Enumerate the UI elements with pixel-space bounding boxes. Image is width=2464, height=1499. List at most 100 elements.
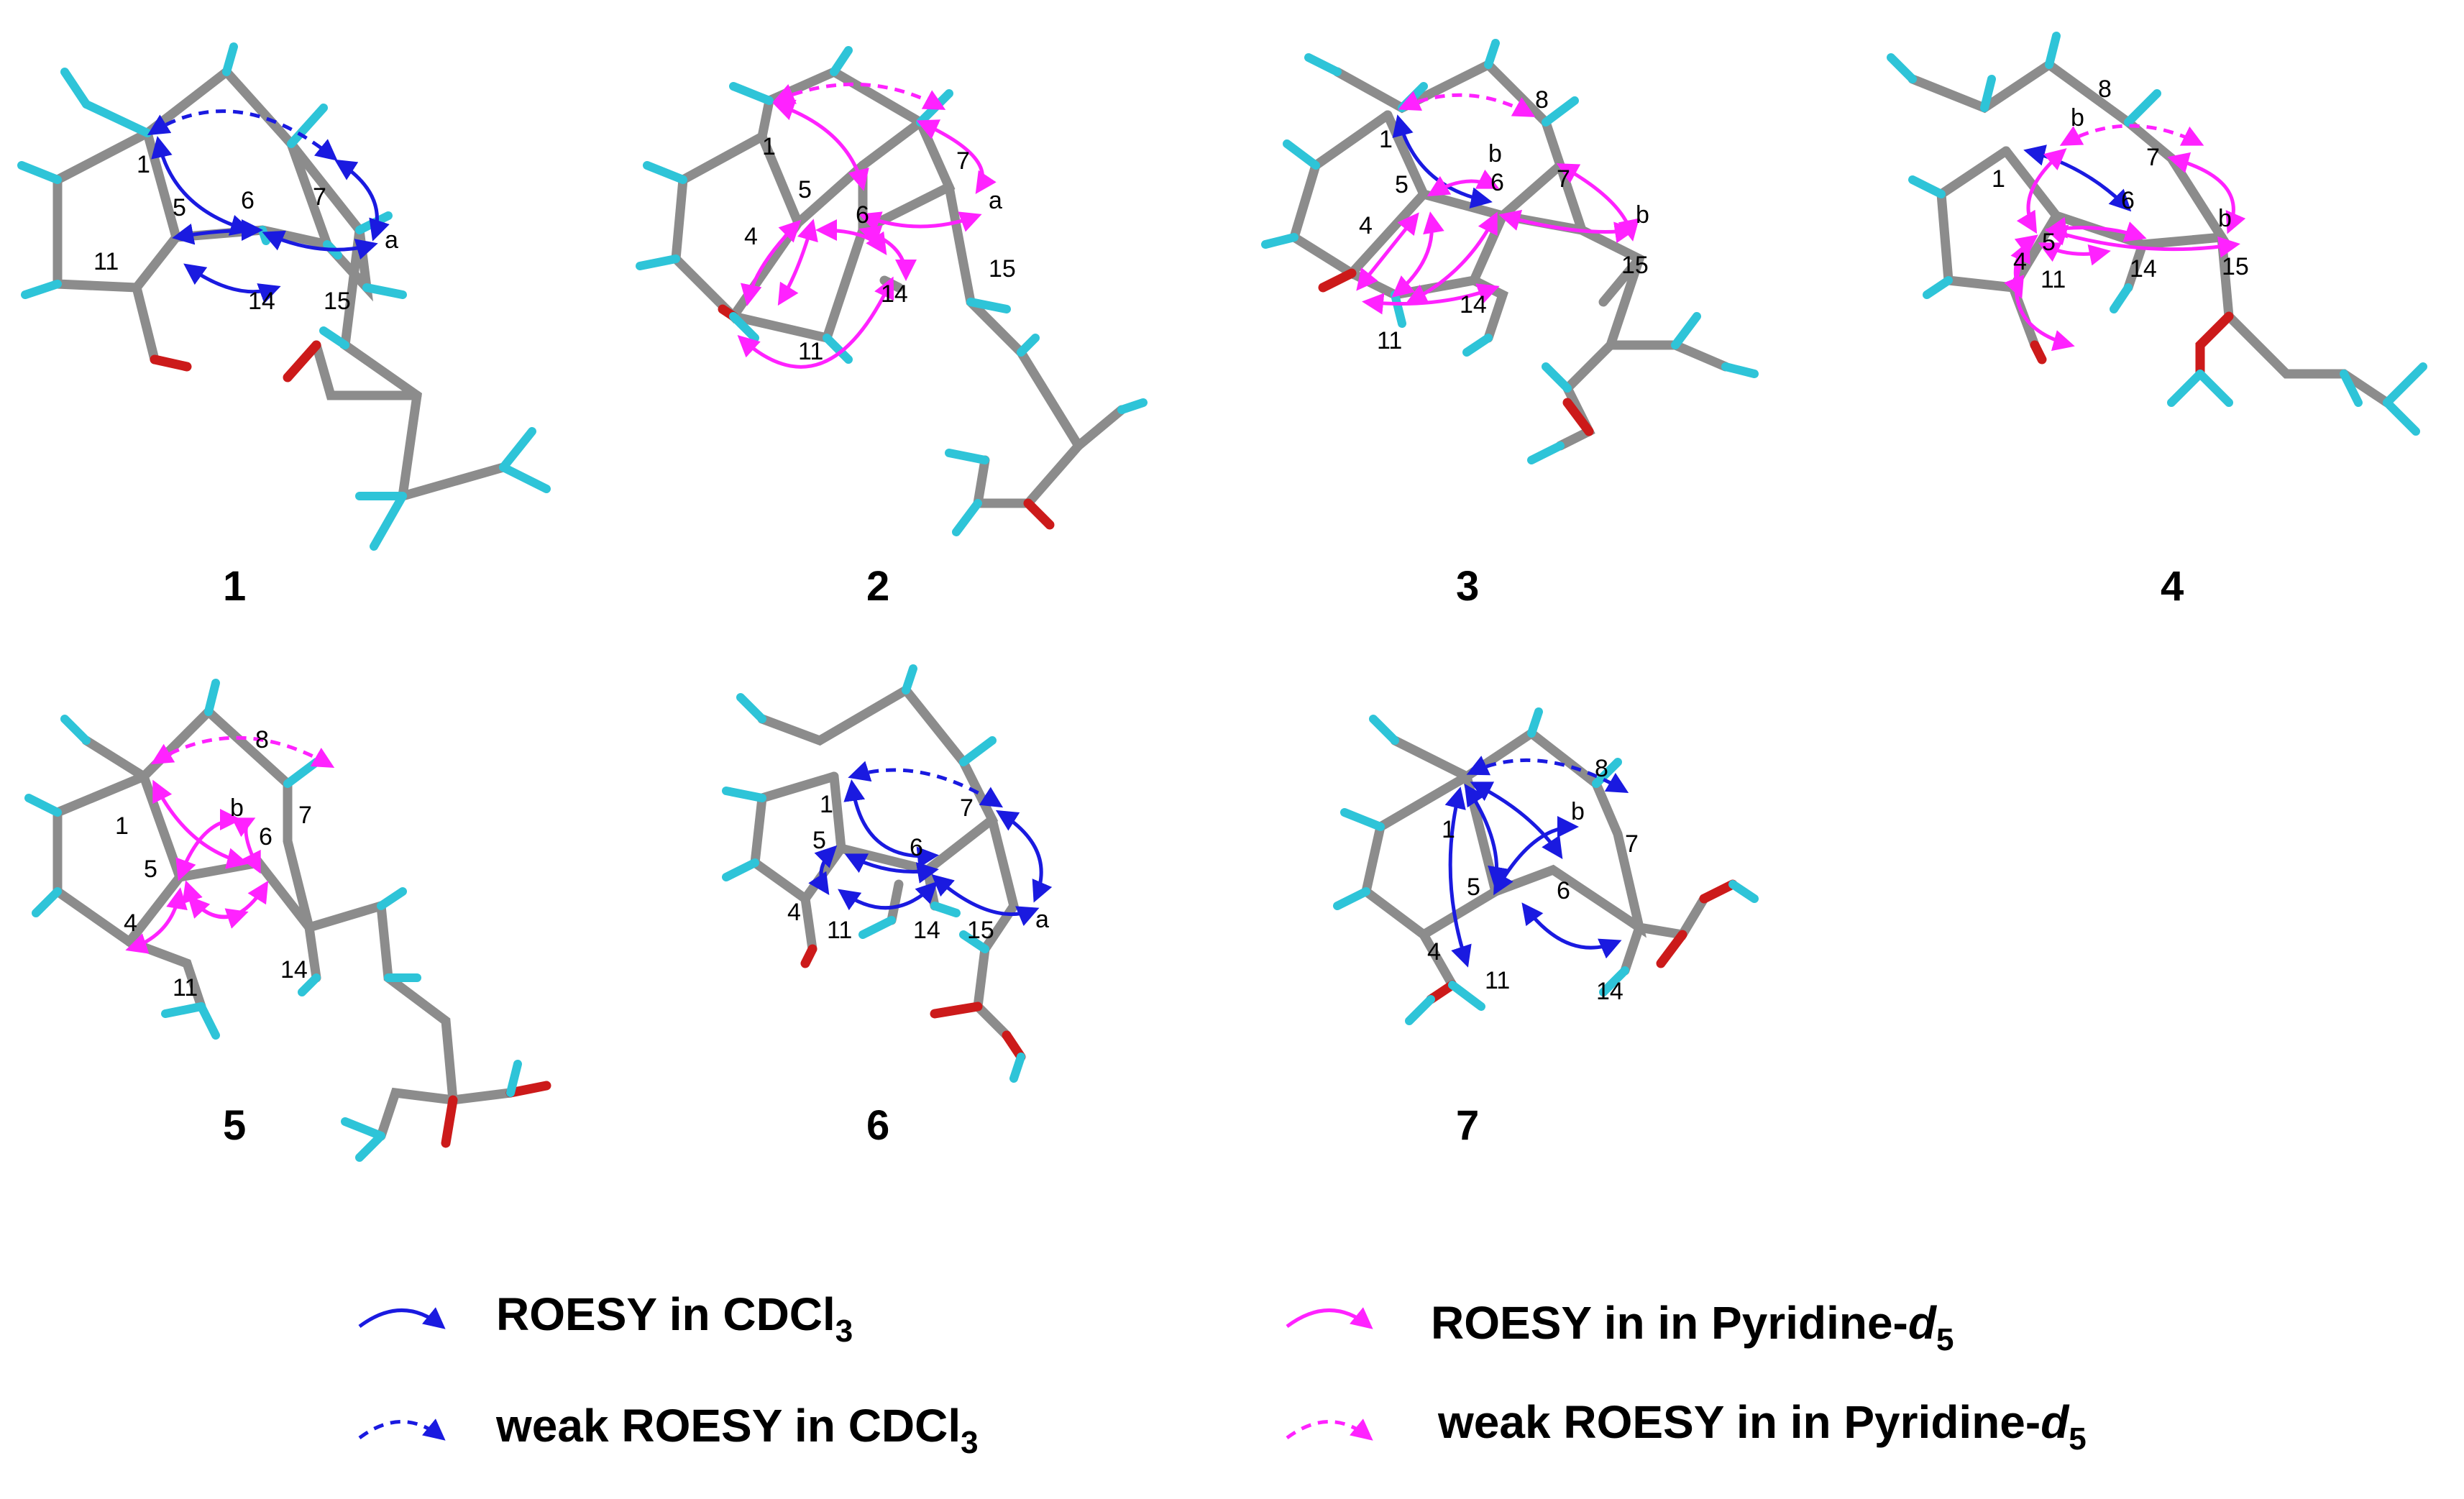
- atom-label: 1: [1379, 126, 1393, 153]
- atom-label: 5: [173, 194, 186, 221]
- atom-label: 14: [1460, 291, 1487, 318]
- svg-text:ROESY in in Pyridine-d5: ROESY in in Pyridine-d5: [1431, 1297, 1954, 1357]
- atom-label: 11: [1377, 327, 1402, 354]
- compound-label: 7: [1456, 1102, 1479, 1149]
- atom-label: 14: [280, 956, 308, 984]
- molecule-1: 1 5 6 7 11 14 15 a 1: [17, 42, 551, 610]
- atom-label: 11: [173, 974, 198, 1001]
- atom-label: 4: [787, 899, 801, 926]
- compound-label: 5: [223, 1102, 246, 1149]
- atom-label: 5: [144, 856, 157, 883]
- legend-label-roesy-pyridine: ROESY in in Pyridine-: [1431, 1297, 1908, 1349]
- molecule-1-atom-labels: 1 5 6 7 11 14 15 a: [93, 151, 398, 315]
- molecule-5: 8 b 1 7 5 6 4 14 11 5: [24, 679, 551, 1162]
- legend-italic-d: d: [2041, 1396, 2070, 1448]
- legend-dashed-blue-arrow: [358, 1418, 446, 1441]
- atom-label: 7: [1557, 165, 1570, 193]
- atom-label: 6: [856, 201, 869, 229]
- compound-label: 3: [1456, 563, 1479, 610]
- compound-label: 2: [866, 563, 889, 610]
- molecule-4-roesy-arrows: [2004, 124, 2246, 352]
- atom-label: 1: [762, 133, 776, 160]
- molecule-5-skeleton: [24, 679, 551, 1162]
- molecule-6: 1 7 5 6 4 11 14 15 a 6: [722, 664, 1053, 1149]
- legend-solid-blue-arrow: [358, 1307, 446, 1329]
- molecule-1-roesy-arrows: [147, 109, 390, 304]
- atom-label: 11: [93, 248, 119, 275]
- legend-solid-magenta-arrow: [1286, 1307, 1373, 1329]
- atom-label: 8: [1535, 86, 1549, 114]
- legend: ROESY in CDCl3 weak ROESY in CDCl3 ROESY…: [358, 1288, 2087, 1460]
- atom-label: 6: [1557, 877, 1570, 904]
- atom-label: b: [1571, 798, 1585, 825]
- atom-label: 1: [1992, 165, 2005, 193]
- legend-subscript: 3: [835, 1314, 853, 1349]
- atom-label: 11: [827, 917, 852, 944]
- svg-text:ROESY in CDCl3: ROESY in CDCl3: [496, 1288, 853, 1349]
- molecule-4: 8 b 7 1 6 5 4 11 14 15 b 4: [1887, 32, 2427, 610]
- legend-dashed-magenta-arrow: [1286, 1418, 1373, 1441]
- molecule-3-atom-labels: 8 b 1 5 6 7 4 11 14 15 b: [1359, 86, 1649, 354]
- atom-label: 8: [1595, 755, 1608, 782]
- atom-label: 14: [248, 288, 275, 315]
- molecule-7-skeleton: [1333, 707, 1759, 1025]
- molecule-7-atom-labels: 8 b 1 7 5 6 4 11 14: [1427, 755, 1639, 1005]
- atom-label: 5: [1467, 874, 1480, 901]
- atom-label: 15: [989, 255, 1016, 283]
- molecule-6-atom-labels: 1 7 5 6 4 11 14 15 a: [787, 791, 1049, 944]
- atom-label: 14: [913, 917, 940, 944]
- legend-subscript: 5: [2069, 1421, 2086, 1457]
- atom-label: 5: [798, 176, 812, 203]
- atom-label: 1: [820, 791, 833, 818]
- molecule-3-roesy-arrows: [1356, 91, 1639, 315]
- atom-label: 1: [137, 151, 150, 178]
- atom-label: 6: [259, 823, 272, 851]
- legend-item-weak-roesy-pyridine: weak ROESY in in Pyridine-d5: [1286, 1396, 2087, 1457]
- atom-label: a: [385, 226, 398, 254]
- molecule-5-roesy-arrows: [125, 735, 335, 954]
- atom-label: 7: [1625, 830, 1639, 858]
- atom-label: 4: [1359, 212, 1373, 239]
- atom-label: 7: [960, 794, 974, 822]
- molecule-2-roesy-arrows: [737, 82, 997, 369]
- atom-label: 1: [1442, 816, 1455, 843]
- molecule-4-atom-labels: 8 b 7 1 6 5 4 11 14 15 b: [1992, 75, 2249, 293]
- atom-label: 7: [2146, 144, 2160, 171]
- atom-label: 15: [967, 917, 994, 944]
- legend-item-roesy-pyridine: ROESY in in Pyridine-d5: [1286, 1297, 1954, 1357]
- legend-label-weak-roesy-pyridine: weak ROESY in in Pyridine-: [1437, 1396, 2041, 1448]
- atom-label: 14: [2130, 255, 2157, 283]
- svg-text:weak ROESY in CDCl3: weak ROESY in CDCl3: [495, 1400, 979, 1460]
- legend-subscript: 5: [1936, 1322, 1954, 1357]
- atom-label: 4: [744, 223, 758, 250]
- atom-label: b: [2071, 104, 2084, 132]
- legend-label-weak-roesy-cdcl3: weak ROESY in CDCl: [495, 1400, 961, 1452]
- legend-item-weak-roesy-cdcl3: weak ROESY in CDCl3: [358, 1400, 979, 1460]
- molecule-2-atom-labels: 1 5 6 7 4 11 14 15 a: [744, 133, 1016, 365]
- atom-label: 7: [313, 183, 326, 211]
- legend-item-roesy-cdcl3: ROESY in CDCl3: [358, 1288, 853, 1349]
- atom-label: 5: [1395, 171, 1409, 198]
- atom-label: b: [230, 794, 244, 822]
- atom-label: 1: [115, 812, 129, 840]
- legend-subscript: 3: [961, 1425, 978, 1460]
- compound-label: 4: [2161, 563, 2184, 610]
- atom-label: 6: [241, 187, 255, 214]
- atom-label: 7: [956, 147, 970, 175]
- atom-label: 11: [2041, 266, 2066, 293]
- atom-label: 5: [812, 827, 826, 854]
- atom-label: 11: [798, 338, 823, 365]
- atom-label: 14: [881, 280, 908, 308]
- atom-label: b: [1488, 140, 1502, 168]
- molecule-4-skeleton: [1887, 32, 2427, 436]
- molecule-7-roesy-arrows: [1444, 756, 1629, 968]
- atom-label: 4: [124, 909, 137, 937]
- atom-label: 6: [910, 834, 923, 861]
- atom-label: 14: [1596, 978, 1623, 1005]
- atom-label: 5: [2042, 229, 2056, 256]
- atom-label: a: [1035, 906, 1049, 933]
- atom-label: 8: [255, 726, 269, 753]
- atom-label: 15: [2222, 253, 2249, 280]
- atom-label: 4: [2013, 248, 2027, 275]
